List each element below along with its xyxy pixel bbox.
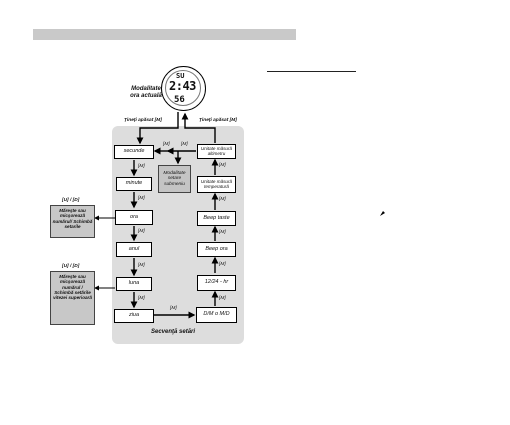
m-tag-right-2: [M] <box>219 197 226 202</box>
step-12-24-hr: 12/24 - hr <box>197 275 236 291</box>
step-seconds: secunde <box>114 145 154 159</box>
current-mode-label: Modalitate ora actuală <box>130 86 162 99</box>
hold-label-right: Ţineţi apăsat [M] <box>199 118 237 123</box>
step-altimeter-unit: Unitate măsură altimetru <box>197 144 236 159</box>
side-note-1: Măreşte sau micşorează numărul/ Schimbă … <box>50 205 95 238</box>
hold-label-left: Ţineţi apăsat [M] <box>124 118 162 123</box>
m-tag-top-right: [M] <box>181 142 188 147</box>
m-tag-left-2: [M] <box>138 196 145 201</box>
m-tag-right-4: [M] <box>219 262 226 267</box>
side-note-2: Măreşte sau micşorează numărul / Schimbă… <box>50 271 95 325</box>
watch-inner-ring <box>165 70 201 106</box>
m-tag-top-left: [M] <box>163 142 170 147</box>
watch-time: 2:43 <box>169 79 196 93</box>
step-minutes: minute <box>116 177 152 191</box>
side-tag-2: [U] / [D] <box>62 264 80 269</box>
step-hour: ora <box>115 210 153 225</box>
header-bar <box>33 29 296 40</box>
watch-day: SU <box>176 72 185 80</box>
side-tag-1: [U] / [D] <box>62 198 80 203</box>
m-tag-right-5: [M] <box>219 296 226 301</box>
step-day: ziua <box>114 309 154 323</box>
step-year: anul <box>116 242 152 257</box>
m-tag-left-4: [M] <box>138 263 145 268</box>
step-date-format: D/M o M/D <box>196 307 237 323</box>
section-underline <box>267 71 356 72</box>
m-tag-left-1: [M] <box>138 164 145 169</box>
small-marker-icon <box>380 211 385 216</box>
watch-seconds: 56 <box>174 95 185 105</box>
m-tag-right-3: [M] <box>219 230 226 235</box>
submode-setting-box: Modalitate setare submeniu <box>158 165 191 193</box>
step-temperature-unit: Unitate măsură temperatură <box>197 176 236 193</box>
m-tag-left-5: [M] <box>138 296 145 301</box>
m-tag-left-3: [M] <box>138 229 145 234</box>
watch-face: SU 2:43 56 <box>161 66 206 111</box>
step-month: luna <box>116 277 152 291</box>
step-hourly-beep: Beep ora <box>197 242 236 257</box>
sequence-label: Secvenţă setări <box>151 329 196 335</box>
m-tag-right-1: [M] <box>219 163 226 168</box>
m-tag-bottom: [M] <box>170 306 177 311</box>
step-key-beep: Beep taste <box>197 211 236 226</box>
